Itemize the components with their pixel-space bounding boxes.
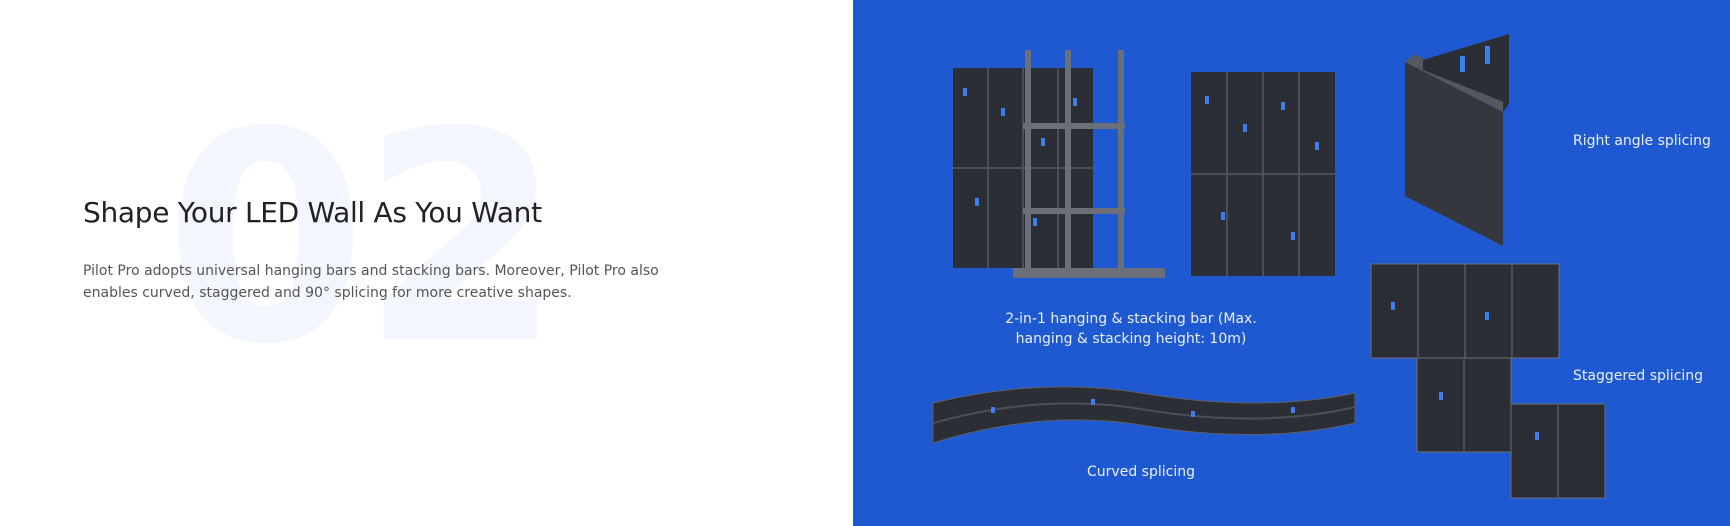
staggered-splicing-image — [1370, 263, 1606, 499]
section-description: Pilot Pro adopts universal hanging bars … — [83, 263, 659, 301]
curved-splicing-caption: Curved splicing — [1087, 464, 1195, 480]
section-number: 02 — [165, 71, 563, 408]
right-angle-caption: Right angle splicing — [1573, 133, 1711, 149]
staggered-splicing-caption: Staggered splicing — [1573, 368, 1704, 384]
intro-panel: 02 Shape Your LED Wall As You Want Pilot… — [0, 0, 853, 526]
flat-wall-image — [1191, 72, 1335, 276]
right-angle-splicing-image — [1405, 34, 1509, 246]
section-title: Shape Your LED Wall As You Want — [83, 196, 542, 229]
curved-splicing-image — [932, 386, 1356, 444]
feature-gallery: 2-in-1 hanging & stacking bar (Max. hang… — [853, 0, 1730, 526]
hanging-stacking-caption: 2-in-1 hanging & stacking bar (Max. hang… — [1005, 311, 1257, 347]
hanging-stacking-wall-image — [953, 50, 1165, 278]
